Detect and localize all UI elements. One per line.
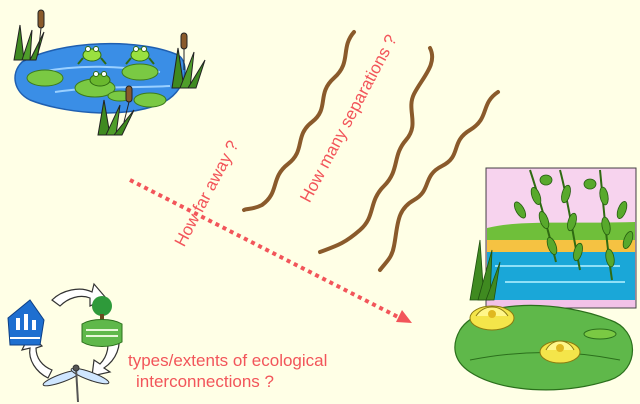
water-lily-icon <box>470 306 514 330</box>
ecological-interconnections-label: types/extents of ecological interconnect… <box>128 350 388 392</box>
ecology-cycle-diagram <box>8 284 122 402</box>
cattail-icon <box>14 10 44 60</box>
arrowhead-icon <box>396 310 412 323</box>
pond-clipart <box>14 10 205 135</box>
types-line-2: interconnections ? <box>128 371 388 392</box>
factory-icon <box>8 300 44 345</box>
dotted-arrow <box>130 180 412 323</box>
tree-icon <box>82 296 122 347</box>
water-lily-icon <box>540 341 580 363</box>
types-line-1: types/extents of ecological <box>128 350 388 371</box>
water-lily-scene <box>455 168 636 390</box>
cattail-icon <box>172 33 205 88</box>
